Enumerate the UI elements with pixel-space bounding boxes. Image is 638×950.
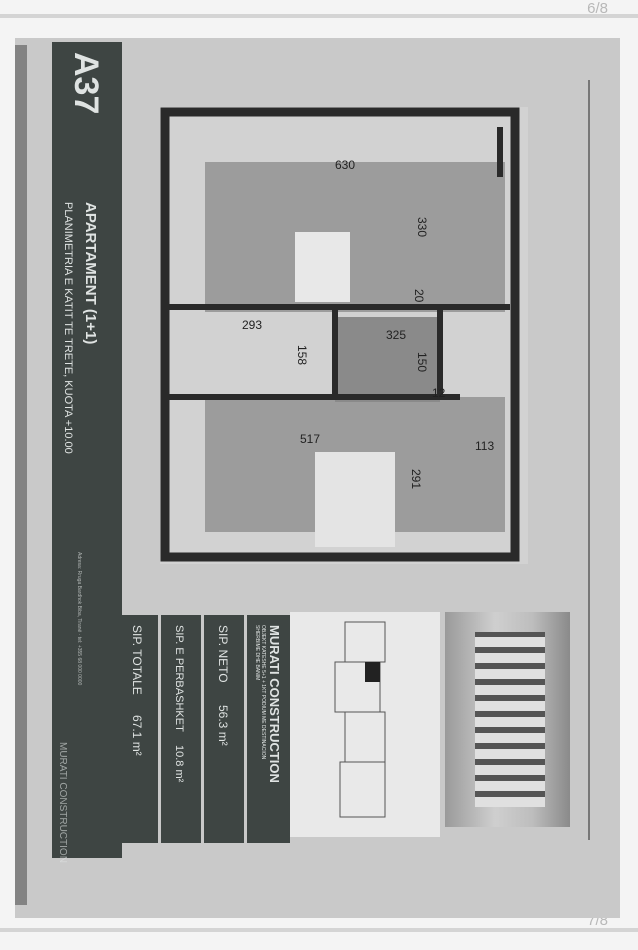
sip-perbashket-label: SIP. E PERBASHKET	[173, 625, 185, 732]
logo: MURATI CONSTRUCTION	[57, 742, 68, 863]
page-number-top: 6/8	[587, 0, 608, 17]
dim-label: 12	[432, 386, 446, 400]
apartment-title: APARTAMENT (1+1)	[82, 202, 99, 345]
dim-label: 325	[386, 328, 406, 342]
dim-label: 20	[412, 289, 426, 303]
sip-perbashket-panel: SIP. E PERBASHKET 10.8 m²	[161, 615, 201, 843]
sip-totale-label: SIP. TOTALE	[130, 625, 144, 695]
dim-label: 330	[415, 217, 429, 237]
divider	[0, 14, 638, 18]
sip-neto-panel: SIP. NETO 56.3 m²	[204, 615, 244, 843]
dim-label: 158	[295, 345, 309, 365]
site-plan	[290, 612, 440, 837]
sip-neto-value: 56.3 m²	[216, 705, 230, 746]
floor-plan: 630 330 20 293 158 325 150 12 517 113 29…	[160, 107, 528, 564]
address-text: Adresa: Rruga Bardhok Biba, Tiranë · tel…	[76, 552, 82, 686]
sip-perbashket-value: 10.8 m²	[173, 745, 185, 783]
building-facade	[475, 632, 545, 807]
building-photo	[445, 612, 570, 827]
site-plan-drawing	[334, 621, 386, 818]
dim-label: 630	[335, 158, 355, 172]
company-name: MURATI CONSTRUCTION	[267, 625, 282, 783]
dim-label: 113	[475, 439, 494, 453]
apartment-subtitle: PLANIMETRIA E KATIT TE TRETE, KUOTA +10.…	[62, 202, 74, 454]
dim-label: 517	[300, 432, 320, 446]
sip-neto-label: SIP. NETO	[216, 625, 230, 683]
frame-line	[588, 80, 590, 840]
apartment-code: A37	[67, 52, 105, 115]
sip-totale-value: 67.1 m²	[130, 715, 144, 756]
sip-totale-panel: SIP. TOTALE 67.1 m²	[118, 615, 158, 843]
company-subtitle: OBJEKT KATESHE 5+1 + 1KT PODIUM ME DESTI…	[254, 625, 266, 760]
dim-label: 293	[242, 318, 262, 332]
divider	[0, 928, 638, 932]
company-panel: MURATI CONSTRUCTION OBJEKT KATESHE 5+1 +…	[247, 615, 290, 843]
dim-label: 150	[415, 352, 429, 372]
dim-label: 291	[409, 469, 423, 489]
binding-edge	[15, 45, 27, 905]
title-band: A37 APARTAMENT (1+1) PLANIMETRIA E KATIT…	[52, 42, 122, 863]
